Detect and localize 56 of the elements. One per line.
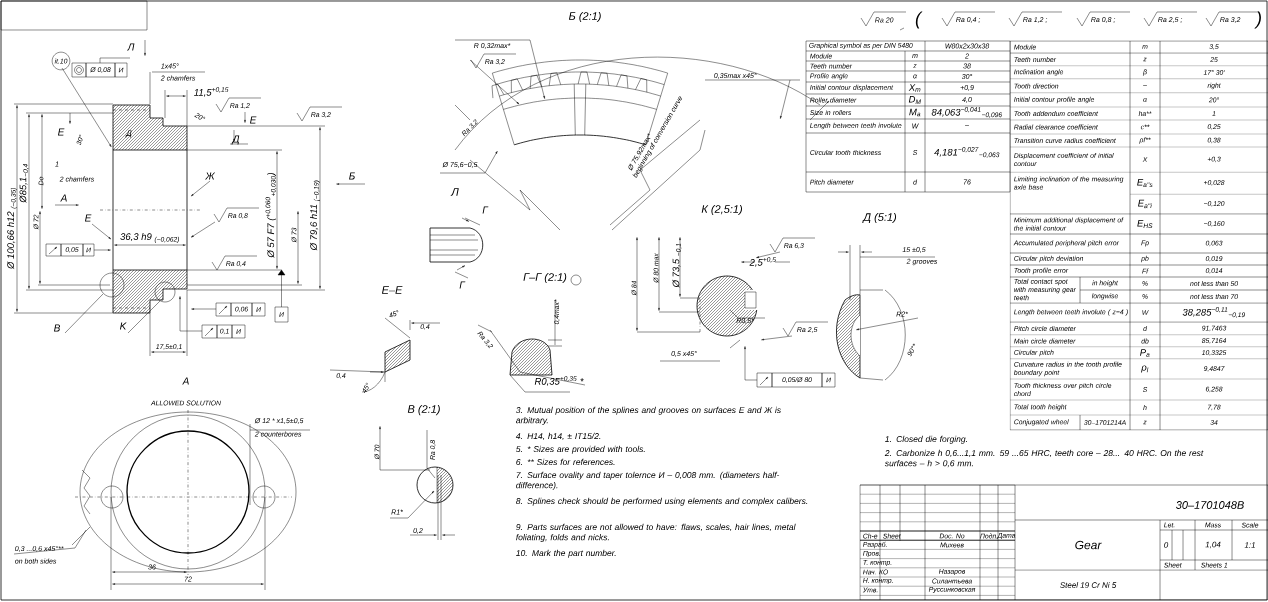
view-title: Д (5:1) bbox=[862, 212, 897, 224]
view-title: E–E bbox=[381, 286, 403, 294]
section-letter: Г bbox=[459, 281, 466, 289]
section-letter: E bbox=[85, 214, 92, 222]
view-title: К (2,5:1) bbox=[701, 204, 742, 216]
note-text: 9. Parts surfaces are not allowed to have: flaws, scales, hair lines, metal foliating, folds and nicks. bbox=[516, 523, 796, 542]
dimension-text: Ø85,1$_{−0,4}$ bbox=[19, 164, 29, 203]
note-text: 3. Mutual position of the splines and grooves on surfaces E and Ж is arbitrary. bbox=[516, 406, 781, 425]
section-letter: A bbox=[182, 377, 189, 385]
dimension-text: R0,35$^{+0,35}$ * bbox=[534, 376, 584, 386]
note-text: 5. * Sizes are provided with tools. bbox=[516, 445, 645, 454]
table-cell: M$_{a}$ bbox=[909, 108, 921, 117]
dimension-text: Ø 100,66 h12 $_{(−0,35)}$ bbox=[7, 187, 17, 270]
note-text: 8. Splines check should be performed using elements and complex calibers. bbox=[516, 497, 808, 506]
dimension-text: 11,5$^{+0,15}$ bbox=[194, 87, 229, 97]
section-letter: E bbox=[250, 116, 257, 124]
table-cell: E$_{a''i}$ bbox=[1138, 199, 1152, 209]
section-letter: A bbox=[60, 194, 67, 202]
title-block-cell: 1:1 bbox=[1244, 542, 1255, 548]
section-letter: Ж bbox=[205, 172, 216, 180]
section-letter: Л bbox=[127, 43, 135, 51]
note-text: 10. Mark the part number. bbox=[516, 549, 616, 558]
section-letter: Д bbox=[231, 135, 240, 145]
title-block-cell: 1,04 bbox=[1205, 541, 1221, 549]
note-text: 6. ** Sizes for references. bbox=[516, 458, 615, 466]
section-letter: Г bbox=[482, 206, 489, 214]
view-title: Б (2:1) bbox=[568, 11, 601, 23]
dimension-text: Ø 57 F7 ($^{+0,060}$$_{+0,030}$) bbox=[265, 172, 277, 258]
dimension-text: Ø 79,6 h11 $_{(−0,19)}$ bbox=[310, 180, 320, 251]
note-text: 2. Carbonize h 0,6...1,1 mm. 59 ...65 HRC, teeth core – 28... 40 HRC. On the rest surfaces – h > 0,6 mm. bbox=[884, 449, 1204, 468]
roughness-text: ) bbox=[1254, 11, 1261, 29]
note-text: 1. Closed die forging. bbox=[885, 435, 967, 444]
table-cell: X$_{m}$ bbox=[908, 84, 921, 92]
note-text: 4. H14, h14, ± IT15/2. bbox=[515, 432, 601, 441]
view-title: B (2:1) bbox=[407, 404, 440, 416]
title-block-cell: 30–1701048B bbox=[1176, 501, 1244, 509]
section-letter: Д bbox=[125, 130, 132, 138]
note-text: 7. Surface ovality and taper tolernce И – 0,008 mm. (diameters half-difference). bbox=[516, 471, 780, 490]
table-cell: E$_{a''s}$ bbox=[1137, 178, 1153, 188]
dimension-text: 36,3 h9 $_{(−0,062)}$ bbox=[120, 233, 179, 243]
section-letter: K bbox=[120, 322, 127, 330]
title-block-cell: Steel 19 Cr Ni 5 bbox=[1060, 582, 1117, 588]
dimension-text: Ø 73,5 $_{−0,1}$ bbox=[672, 243, 682, 288]
table-cell: D$_{M}$ bbox=[908, 96, 921, 104]
title-block-cell: Gear bbox=[1075, 540, 1102, 550]
title-block-cell: 0 bbox=[1164, 542, 1169, 548]
view-title: Л bbox=[450, 188, 459, 196]
table-cell: ρ$_{l}$ bbox=[1141, 365, 1149, 373]
section-letter: Б bbox=[349, 172, 355, 180]
view-title: Г–Г (2:1) bbox=[523, 272, 567, 284]
dimension-text: 2,5$^{+0,5}$ bbox=[749, 257, 776, 267]
section-letter: B bbox=[54, 324, 60, 332]
section-letter: E bbox=[58, 128, 65, 136]
roughness-text: ( bbox=[915, 11, 923, 29]
table-cell: P$_{a}$ bbox=[1140, 349, 1150, 357]
table-cell: E$_{HS}$ bbox=[1137, 219, 1153, 229]
